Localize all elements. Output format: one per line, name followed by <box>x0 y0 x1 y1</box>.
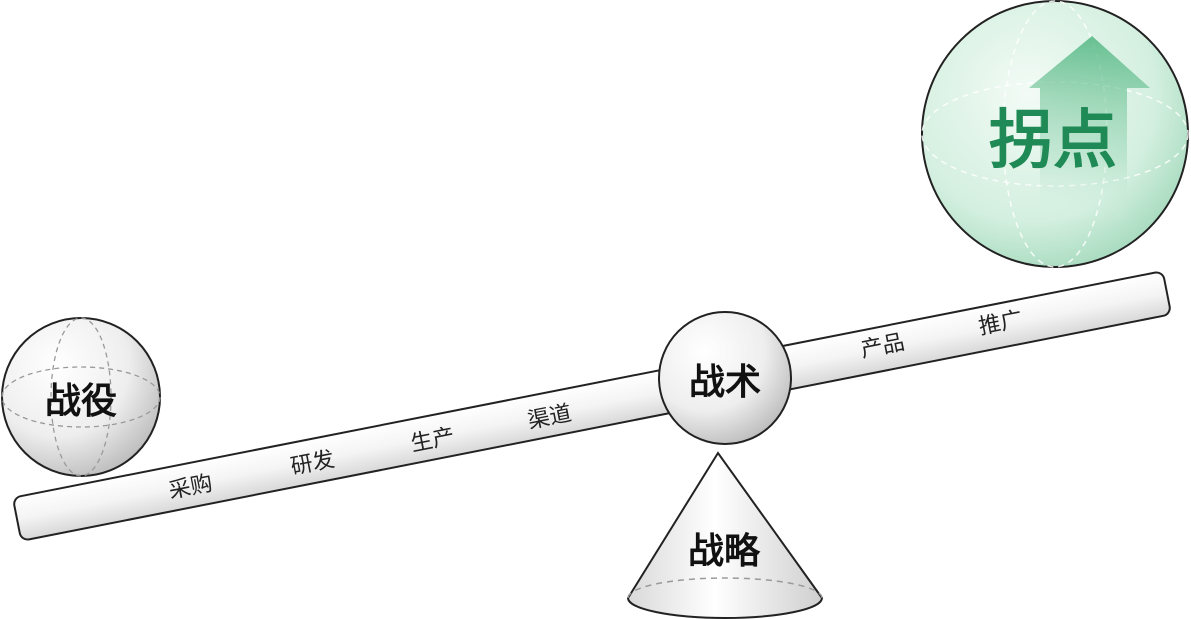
cone-label: 战略 <box>688 531 761 572</box>
seesaw-beam: 采购 研发 生产 渠道 产品 推广 <box>13 271 1171 541</box>
cone-fulcrum: 战略 <box>626 451 824 619</box>
left-ball: 战役 <box>1 317 161 477</box>
right-ball: 拐点 <box>921 0 1189 268</box>
left-ball-label: 战役 <box>45 381 117 422</box>
pivot-ball-label: 战术 <box>689 362 761 403</box>
right-ball-label: 拐点 <box>989 104 1117 178</box>
up-arrow-icon <box>1029 36 1150 225</box>
pivot-ball: 战术 <box>658 311 792 445</box>
